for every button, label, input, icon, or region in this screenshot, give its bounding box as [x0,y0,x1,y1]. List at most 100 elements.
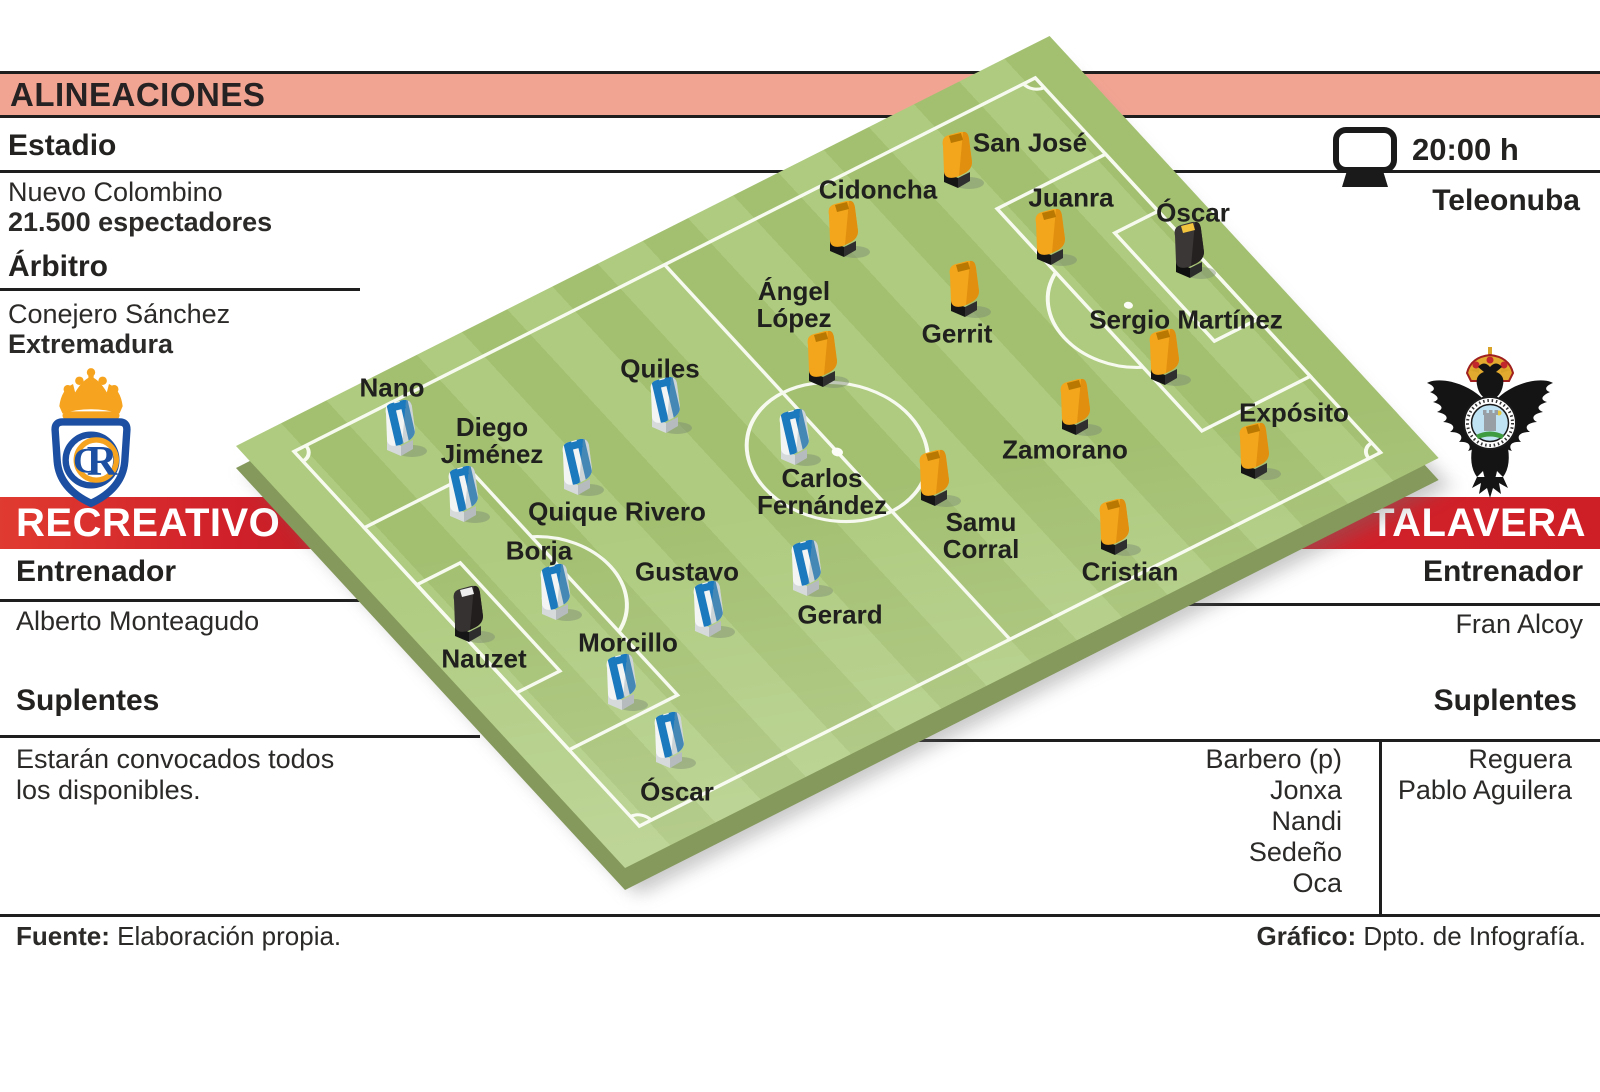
player-icon [777,538,837,602]
referee-label: Árbitro [8,250,108,283]
player-icon [905,448,965,512]
source-credit: Fuente: Elaboración propia. [16,921,341,952]
away-player-figure [793,329,853,398]
source-text: Elaboración propia. [109,921,342,951]
player-icon [439,584,499,648]
divider [0,735,480,738]
player-icon [636,375,696,439]
player-icon [935,259,995,323]
home-coach-label: Entrenador [16,555,177,588]
player-icon [1085,497,1145,561]
divider [1181,603,1600,606]
away-player-name: San José [972,127,1088,158]
away-coach-name: Fran Alcoy [1455,609,1583,639]
svg-text:C: C [73,441,99,481]
player-icon [640,710,700,774]
home-player-name: Gustavo [634,556,740,587]
player-icon [1046,377,1106,441]
svg-text:R: R [87,438,118,485]
kickoff-time: 20:00 h [1412,132,1519,167]
divider [0,914,1600,917]
home-player-name: Nano [359,372,425,403]
player-icon [765,407,825,471]
away-player-name: Cristian [1081,556,1179,587]
player-icon [1225,421,1285,485]
subs-column-divider [1379,739,1382,916]
home-player-figure [777,538,837,607]
home-player-name: Quique Rivero [528,496,706,527]
player-icon [814,199,874,263]
away-team-name: TALAVERA [1370,501,1586,545]
substitute-name: Reguera [1468,744,1572,774]
away-player-figure [1135,327,1195,396]
home-player-figure [526,562,586,631]
substitute-name: Pablo Aguilera [1397,775,1572,805]
title-bar: ALINEACIONES [0,74,1600,115]
divider [0,71,1600,74]
away-player-figure [814,199,874,268]
talavera-club-badge [1427,347,1553,498]
away-player-name: Expósito [1239,397,1349,428]
substitute-name: Barbero (p) [1205,744,1342,774]
divider [0,288,360,291]
player-icon [793,329,853,393]
tv-icon [1333,127,1397,173]
player-icon [526,562,586,626]
recreativo-club-badge: C R [51,368,131,508]
player-icon [1021,207,1081,271]
home-team-name: RECREATIVO [16,501,281,545]
home-player-figure [434,464,494,533]
away-subs-label: Suplentes [1433,684,1577,717]
away-player-figure [1021,207,1081,276]
home-player-name: Nauzet [441,643,527,674]
away-coach-label: Entrenador [1422,555,1583,588]
player-icon [1135,327,1195,391]
away-player-name: Cidoncha [818,174,938,205]
home-player-figure [640,710,700,779]
tv-channel: Teleonuba [1432,184,1580,217]
divider [0,115,1600,118]
away-player-name: Sergio Martínez [1089,304,1283,335]
player-icon [434,464,494,528]
stadium-label: Estadio [8,129,117,162]
stadium-capacity: 21.500 espectadores [8,207,273,237]
credit-text: Dpto. de Infografía. [1356,921,1586,951]
away-player-figure-goalkeeper [1160,220,1220,289]
subs-note-line: los disponibles. [16,775,201,805]
away-player-name: Gerrit [921,318,993,349]
page-title: ALINEACIONES [10,76,266,113]
home-player-name: Óscar [640,776,714,807]
tv-icon-stand [1342,172,1388,187]
substitute-name: Jonxa [1269,775,1342,805]
referee-name: Conejero Sánchez [8,299,231,329]
substitute-name: Sedeño [1248,837,1342,867]
source-label: Fuente: [16,921,110,951]
away-player-figure [1225,421,1285,490]
divider [905,739,1600,742]
graphic-credit: Gráfico: Dpto. de Infografía. [1257,921,1587,952]
subs-note-line: Estarán convocados todos [16,744,335,774]
away-player-name: Óscar [1156,197,1230,228]
home-player-figure [371,398,431,467]
divider [0,599,360,602]
home-player-name: Gerard [797,599,883,630]
referee-region: Extremadura [8,329,174,359]
credit-label: Gráfico: [1256,921,1357,951]
home-coach-name: Alberto Monteagudo [16,606,260,636]
stadium-name: Nuevo Colombino [8,177,223,207]
away-player-name: Juanra [1028,182,1114,213]
player-icon [371,398,431,462]
away-player-name: Zamorano [1002,434,1128,465]
home-subs-label: Suplentes [16,684,160,717]
substitute-name: Oca [1292,868,1342,898]
player-icon [592,652,652,716]
player-icon [679,579,739,643]
home-player-name: Quiles [620,353,700,384]
